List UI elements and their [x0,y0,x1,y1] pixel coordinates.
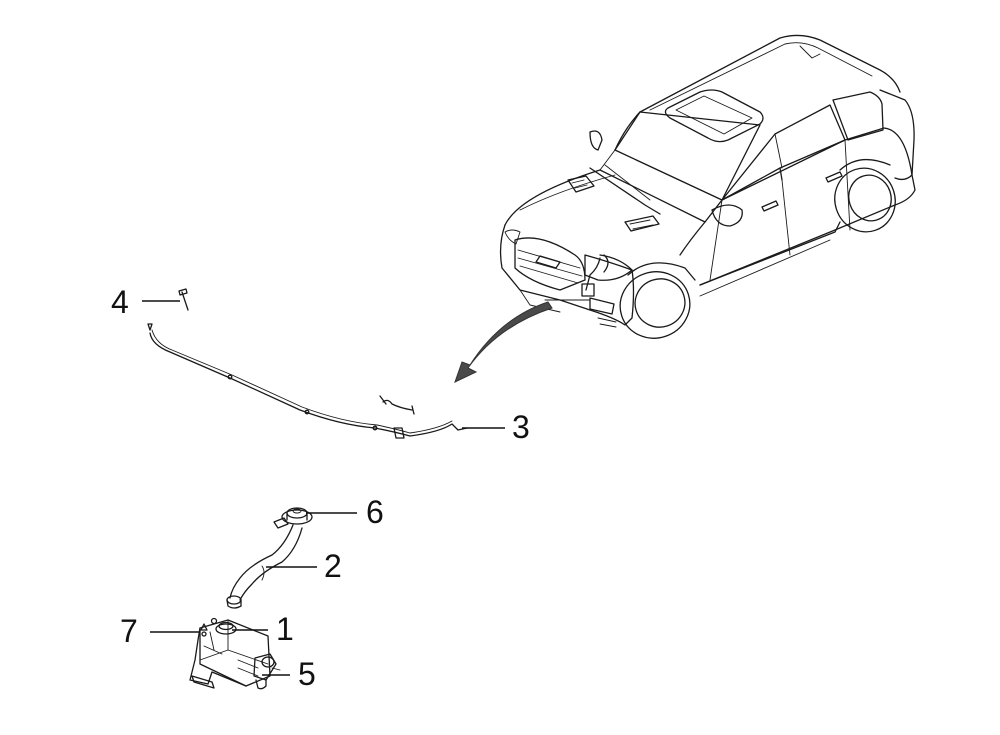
washer-pump [253,653,281,690]
callout-7: 7 [120,613,138,649]
callout-1: 1 [276,611,294,647]
vehicle-illustration [499,34,916,339]
filler-neck-hose [226,517,303,609]
callout-2: 2 [324,548,342,584]
callout-3: 3 [512,409,530,445]
callout-5: 5 [298,656,316,692]
leader-lines [142,300,505,676]
callout-4: 4 [111,284,129,320]
mounting-bolt [200,623,208,637]
hose-clip [178,288,189,311]
callout-6: 6 [366,494,384,530]
filler-cap [281,507,313,525]
washer-hose-assembly [147,323,468,439]
curved-arrow-icon [454,301,553,383]
